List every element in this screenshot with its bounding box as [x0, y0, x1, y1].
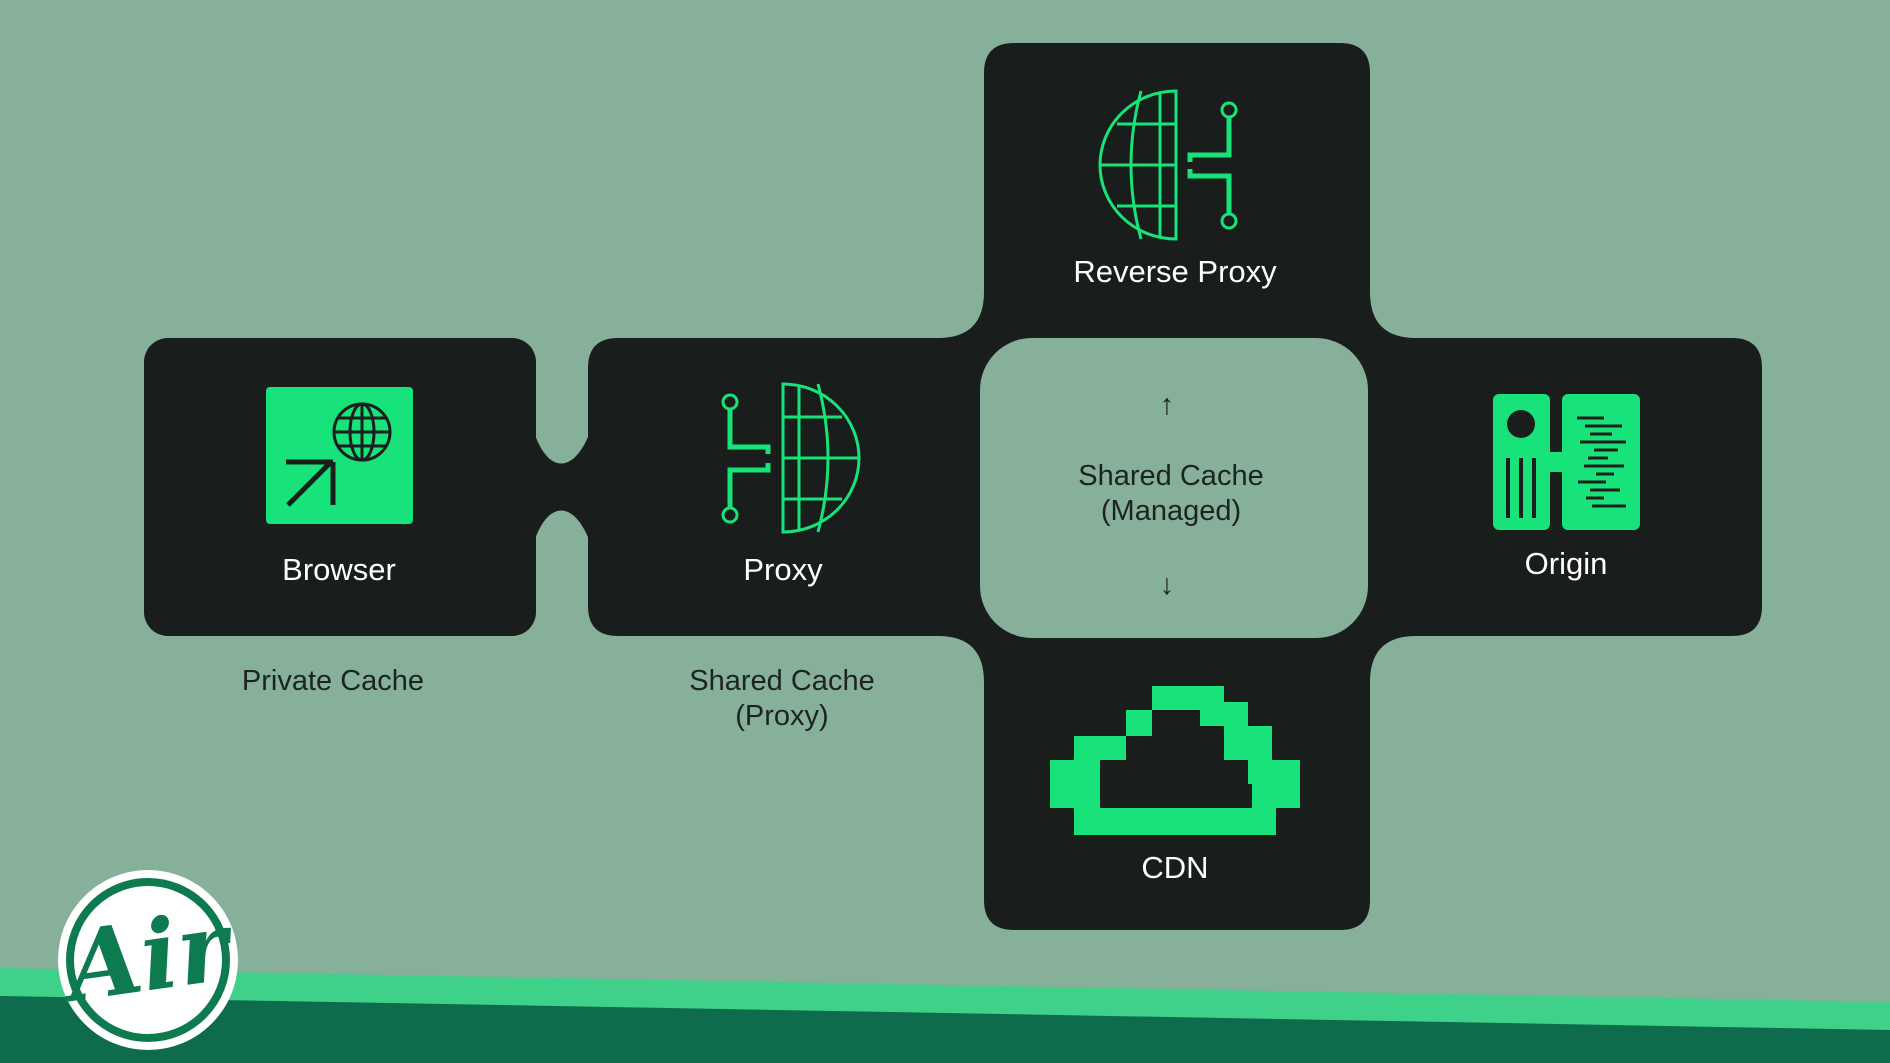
proxy-icon — [721, 382, 861, 534]
air-logo: Air — [52, 870, 242, 1050]
shared-cache-managed-line2: (Managed) — [1101, 495, 1241, 527]
cdn-icon — [1050, 686, 1300, 835]
shared-cache-proxy-line2: (Proxy) — [735, 700, 828, 732]
browser-label: Browser — [282, 552, 396, 587]
cdn-label: CDN — [1141, 850, 1208, 885]
private-cache-caption: Private Cache — [242, 665, 424, 697]
proxy-label: Proxy — [743, 552, 823, 587]
origin-icon — [1493, 394, 1640, 530]
bottom-stripe-dark — [0, 996, 1890, 1063]
air-logo-text: Air — [52, 888, 242, 1024]
reverse-proxy-label: Reverse Proxy — [1073, 254, 1277, 289]
browser-proxy-connector — [534, 432, 590, 542]
shared-cache-managed-area — [980, 338, 1368, 638]
browser-icon — [266, 387, 413, 524]
shared-cache-managed-line1: Shared Cache — [1078, 460, 1263, 492]
reverse-proxy-icon — [1098, 89, 1238, 241]
arrow-up-icon: ↑ — [1160, 389, 1175, 421]
arrow-down-icon: ↓ — [1160, 569, 1175, 601]
shared-cache-proxy-line1: Shared Cache — [689, 665, 874, 697]
origin-label: Origin — [1525, 546, 1608, 581]
